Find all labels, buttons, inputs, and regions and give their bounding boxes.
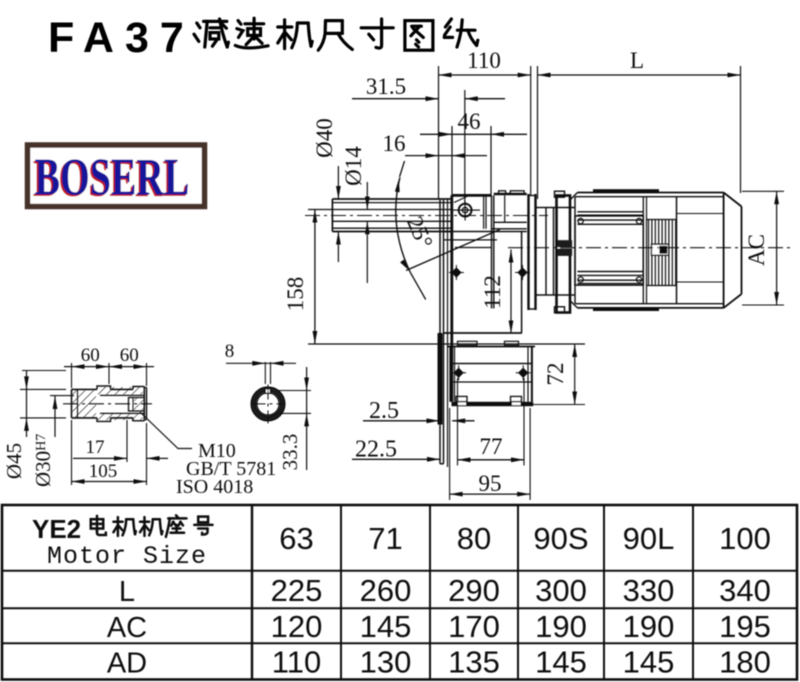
svg-text:120: 120 — [271, 609, 323, 644]
svg-text:46: 46 — [458, 109, 481, 134]
svg-text:110: 110 — [272, 645, 321, 680]
svg-text:130: 130 — [360, 645, 412, 680]
svg-text:135: 135 — [448, 645, 500, 680]
svg-text:105: 105 — [89, 461, 118, 482]
svg-text:95: 95 — [479, 471, 502, 496]
svg-text:YE2: YE2 — [32, 514, 81, 544]
svg-text:2.5: 2.5 — [369, 398, 399, 424]
svg-text:77: 77 — [480, 434, 503, 459]
svg-text:L: L — [119, 576, 135, 608]
svg-text:31.5: 31.5 — [366, 74, 406, 99]
svg-text:112: 112 — [480, 275, 505, 309]
svg-text:60: 60 — [81, 345, 100, 366]
svg-text:L: L — [630, 48, 644, 73]
svg-text:90L: 90L — [623, 521, 675, 556]
svg-text:190: 190 — [535, 609, 587, 644]
svg-text:300: 300 — [535, 573, 587, 608]
svg-text:72: 72 — [543, 363, 568, 386]
svg-text:AC: AC — [744, 234, 769, 266]
svg-text:158: 158 — [283, 277, 308, 312]
svg-text:90S: 90S — [533, 521, 588, 556]
svg-text:Ø40: Ø40 — [312, 118, 337, 158]
svg-text:180: 180 — [719, 645, 771, 680]
svg-text:80: 80 — [457, 521, 491, 556]
svg-text:GB/T 5781: GB/T 5781 — [186, 458, 276, 480]
svg-text:190: 190 — [623, 609, 675, 644]
svg-text:330: 330 — [623, 573, 675, 608]
svg-text:BOSERL: BOSERL — [33, 150, 188, 208]
svg-text:ISO 4018: ISO 4018 — [176, 476, 253, 498]
svg-text:110: 110 — [467, 48, 501, 73]
svg-text:AC: AC — [107, 612, 147, 644]
svg-text:BOSERL: BOSERL — [35, 149, 190, 207]
svg-text:16: 16 — [383, 131, 406, 156]
svg-text:60: 60 — [120, 345, 139, 366]
svg-text:225: 225 — [271, 573, 323, 608]
svg-text:71: 71 — [368, 521, 402, 556]
svg-text:8: 8 — [225, 341, 235, 362]
svg-text:Motor Size: Motor Size — [47, 542, 207, 571]
svg-text:33.3: 33.3 — [278, 434, 302, 471]
svg-text:340: 340 — [719, 573, 771, 608]
svg-text:Ø45: Ø45 — [2, 443, 26, 479]
svg-text:FA37: FA37 — [48, 14, 195, 62]
svg-text:290: 290 — [448, 573, 500, 608]
svg-text:22.5: 22.5 — [355, 437, 397, 463]
svg-text:145: 145 — [360, 609, 412, 644]
svg-text:260: 260 — [360, 573, 412, 608]
svg-text:145: 145 — [623, 645, 675, 680]
svg-text:145: 145 — [535, 645, 587, 680]
svg-text:17: 17 — [86, 437, 105, 458]
svg-text:63: 63 — [279, 521, 313, 556]
svg-text:AD: AD — [107, 648, 147, 680]
svg-text:Ø14: Ø14 — [341, 146, 366, 186]
svg-text:M10: M10 — [198, 440, 236, 462]
svg-text:100: 100 — [719, 521, 771, 556]
svg-text:170: 170 — [448, 609, 500, 644]
svg-text:195: 195 — [719, 609, 771, 644]
